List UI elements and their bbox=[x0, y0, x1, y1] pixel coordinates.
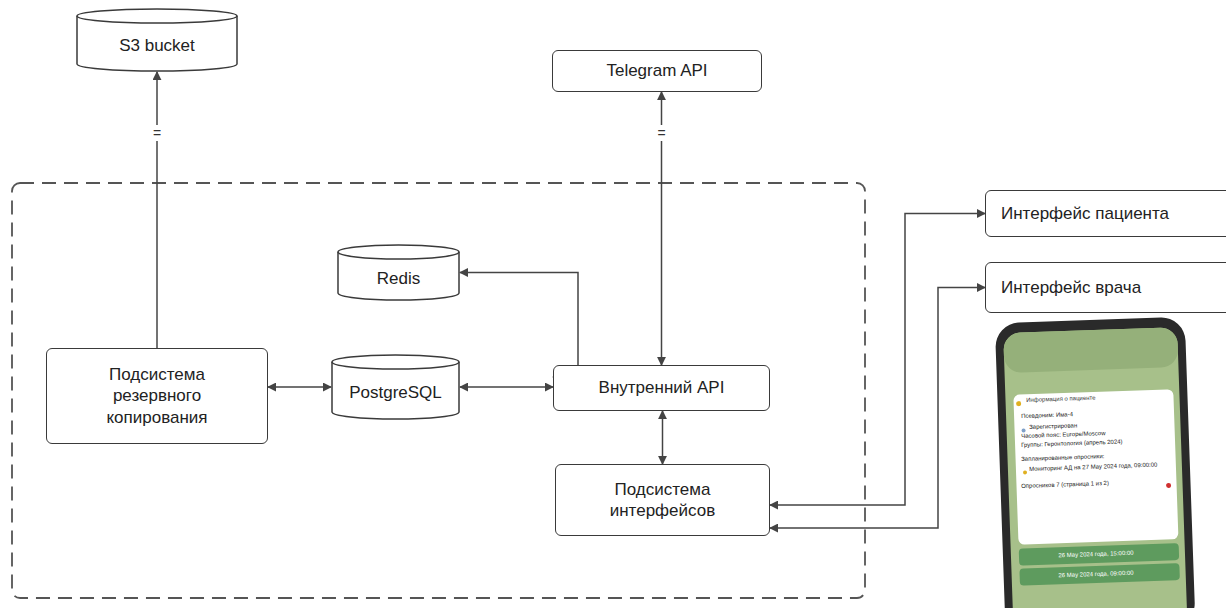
node-label: Telegram API bbox=[606, 60, 707, 81]
interface-box: Интерфейс пациента bbox=[985, 190, 1226, 237]
line-break-mark: = bbox=[151, 125, 163, 141]
storage-cylinder: S3 bucket bbox=[76, 8, 238, 72]
connector-arrow bbox=[156, 72, 158, 348]
connector-arrow bbox=[770, 288, 985, 529]
process-box: Внутренний API bbox=[553, 365, 770, 411]
connector-arrow bbox=[460, 386, 553, 388]
node-label: Redis bbox=[377, 268, 420, 289]
node-label: Внутренний API bbox=[599, 377, 725, 398]
node-label: Подсистема интерфейсов bbox=[578, 479, 748, 522]
node-label: PostgreSQL bbox=[349, 382, 442, 403]
node-label: Интерфейс пациента bbox=[1001, 203, 1169, 224]
connector-arrow bbox=[662, 411, 664, 464]
connector-arrow bbox=[268, 386, 331, 388]
interface-box: Интерфейс врача bbox=[985, 262, 1226, 313]
connector-arrow bbox=[770, 214, 985, 506]
node-label: S3 bucket bbox=[119, 35, 195, 56]
connector-arrow bbox=[460, 273, 578, 378]
database-cylinder: Redis bbox=[337, 244, 460, 301]
system-boundary bbox=[12, 183, 865, 598]
node-label: Интерфейс врача bbox=[1001, 277, 1141, 298]
external-api-box: Telegram API bbox=[552, 50, 762, 92]
process-box: Подсистема интерфейсов bbox=[555, 464, 770, 536]
process-box: Подсистема резервного копирования bbox=[46, 348, 268, 444]
phone-illustration bbox=[995, 317, 1196, 608]
line-break-mark: = bbox=[655, 125, 667, 141]
node-label: Подсистема резервного копирования bbox=[72, 364, 242, 428]
database-cylinder: PostgreSQL bbox=[331, 354, 460, 420]
